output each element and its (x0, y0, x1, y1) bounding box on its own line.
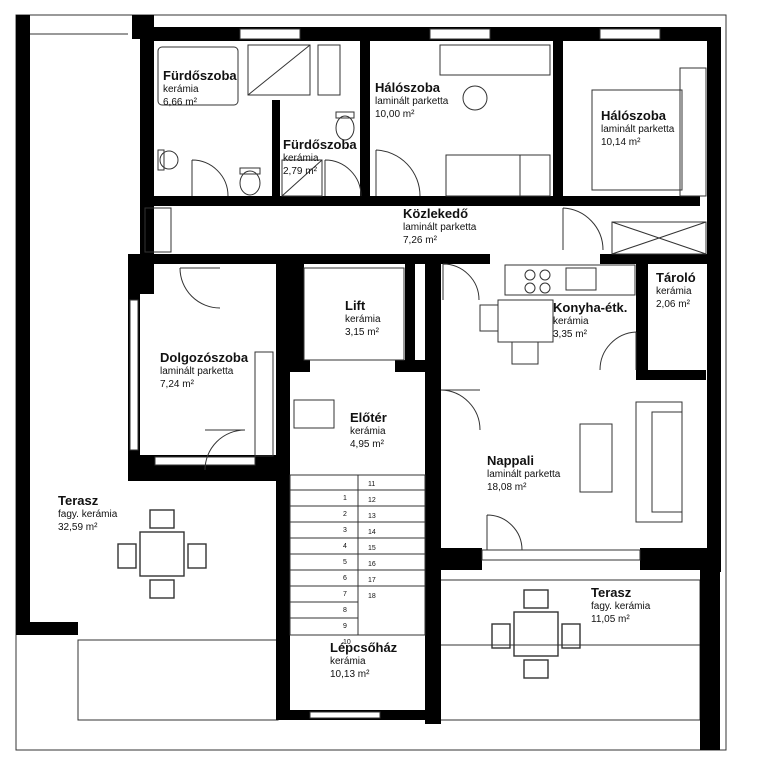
room-material: kerámia (163, 84, 199, 96)
room-label-tarolo: Tároló kerámia 2,06 m² (656, 270, 696, 311)
room-material: kerámia (553, 316, 589, 328)
stair-step-number: 5 (343, 559, 347, 566)
windows (129, 28, 661, 719)
room-name: Tároló (656, 270, 696, 285)
kitchen-fixtures (479, 264, 636, 365)
room-material: fagy. kerámia (58, 509, 118, 521)
room-label-eloter: Előtér kerámia 4,95 m² (350, 410, 387, 451)
room-label-lepcsohaz: Lépcsőház kerámia 10,13 m² (330, 640, 397, 681)
bedroom-furniture (144, 44, 707, 255)
room-material: laminált parketta (403, 222, 477, 234)
room-material: fagy. kerámia (591, 601, 651, 613)
lift-shaft (303, 267, 405, 361)
room-area: 10,13 m² (330, 668, 370, 680)
room-area: 32,59 m² (58, 521, 98, 533)
room-name: Fürdőszoba (163, 68, 237, 83)
room-material: kerámia (283, 153, 319, 165)
doors (179, 149, 637, 551)
room-label-dolgozo: Dolgozószoba laminált parketta 7,24 m² (160, 350, 248, 391)
room-name: Konyha-étk. (553, 300, 628, 315)
room-material: laminált parketta (487, 469, 561, 481)
room-name: Lift (345, 298, 366, 313)
stair-step-number: 4 (343, 543, 347, 550)
stair-step-number: 11 (368, 481, 375, 488)
room-name: Nappali (487, 453, 534, 468)
stair-step-number: 12 (368, 497, 376, 504)
stair-step-number: 2 (343, 511, 347, 518)
room-area: 10,00 m² (375, 108, 415, 120)
room-area: 4,95 m² (350, 438, 384, 450)
room-name: Dolgozószoba (160, 350, 249, 365)
room-label-konyha: Konyha-étk. kerámia 3,35 m² (553, 300, 627, 341)
stair-step-number: 9 (343, 623, 347, 630)
room-area: 10,14 m² (601, 136, 641, 148)
room-area: 7,24 m² (160, 378, 194, 390)
room-material: kerámia (350, 426, 386, 438)
stair-step-number: 15 (368, 545, 376, 552)
room-name: Hálószoba (375, 80, 441, 95)
room-name: Lépcsőház (330, 640, 398, 655)
room-material: kerámia (656, 286, 692, 298)
room-name: Közlekedő (403, 206, 469, 221)
stair-step-number: 13 (368, 513, 376, 520)
room-label-furdo2: Fürdőszoba kerámia 2,79 m² (283, 137, 357, 178)
room-material: laminált parketta (375, 96, 449, 108)
room-area: 7,26 m² (403, 234, 437, 246)
room-label-kozlekedo: Közlekedő laminált parketta 7,26 m² (403, 206, 476, 247)
room-area: 3,15 m² (345, 326, 379, 338)
room-area: 2,06 m² (656, 298, 690, 310)
room-name: Hálószoba (601, 108, 667, 123)
entrance-arrow (427, 393, 440, 420)
stair-step-number: 6 (343, 575, 347, 582)
stair-step-number: 8 (343, 607, 347, 614)
room-name: Fürdőszoba (283, 137, 357, 152)
stair-step-number: 16 (368, 561, 376, 568)
room-label-terasz2: Terasz fagy. kerámia 11,05 m² (591, 585, 650, 626)
room-area: 11,05 m² (591, 613, 630, 625)
staircase (289, 474, 426, 636)
room-name: Terasz (58, 493, 99, 508)
room-area: 18,08 m² (487, 481, 527, 493)
room-area: 2,79 m² (283, 165, 317, 177)
room-label-furdo1: Fürdőszoba kerámia 6,66 m² (163, 68, 237, 109)
stair-step-number: 1 (343, 495, 347, 502)
stair-step-number: 10 (343, 639, 351, 646)
room-name: Előtér (350, 410, 387, 425)
stair-step-number: 14 (368, 529, 376, 536)
room-label-nappali: Nappali laminált parketta 18,08 m² (487, 453, 560, 494)
room-name: Terasz (591, 585, 632, 600)
room-label-halo1: Hálószoba laminált parketta 10,00 m² (375, 80, 448, 121)
room-material: kerámia (330, 656, 366, 668)
room-label-halo2: Hálószoba laminált parketta 10,14 m² (601, 108, 674, 149)
room-label-terasz1: Terasz fagy. kerámia 32,59 m² (58, 493, 117, 534)
living-furniture (254, 351, 683, 523)
room-area: 6,66 m² (163, 96, 197, 108)
room-label-lift: Lift kerámia 3,15 m² (345, 298, 381, 339)
terrace-tables (117, 509, 581, 679)
room-material: laminált parketta (601, 124, 675, 136)
room-material: laminált parketta (160, 366, 234, 378)
stair-step-number: 3 (343, 527, 347, 534)
room-material: kerámia (345, 314, 381, 326)
stair-step-number: 7 (343, 591, 347, 598)
stair-step-number: 18 (368, 593, 376, 600)
bath-fixtures (157, 44, 355, 197)
stair-step-number: 17 (368, 577, 376, 584)
room-area: 3,35 m² (553, 328, 587, 340)
